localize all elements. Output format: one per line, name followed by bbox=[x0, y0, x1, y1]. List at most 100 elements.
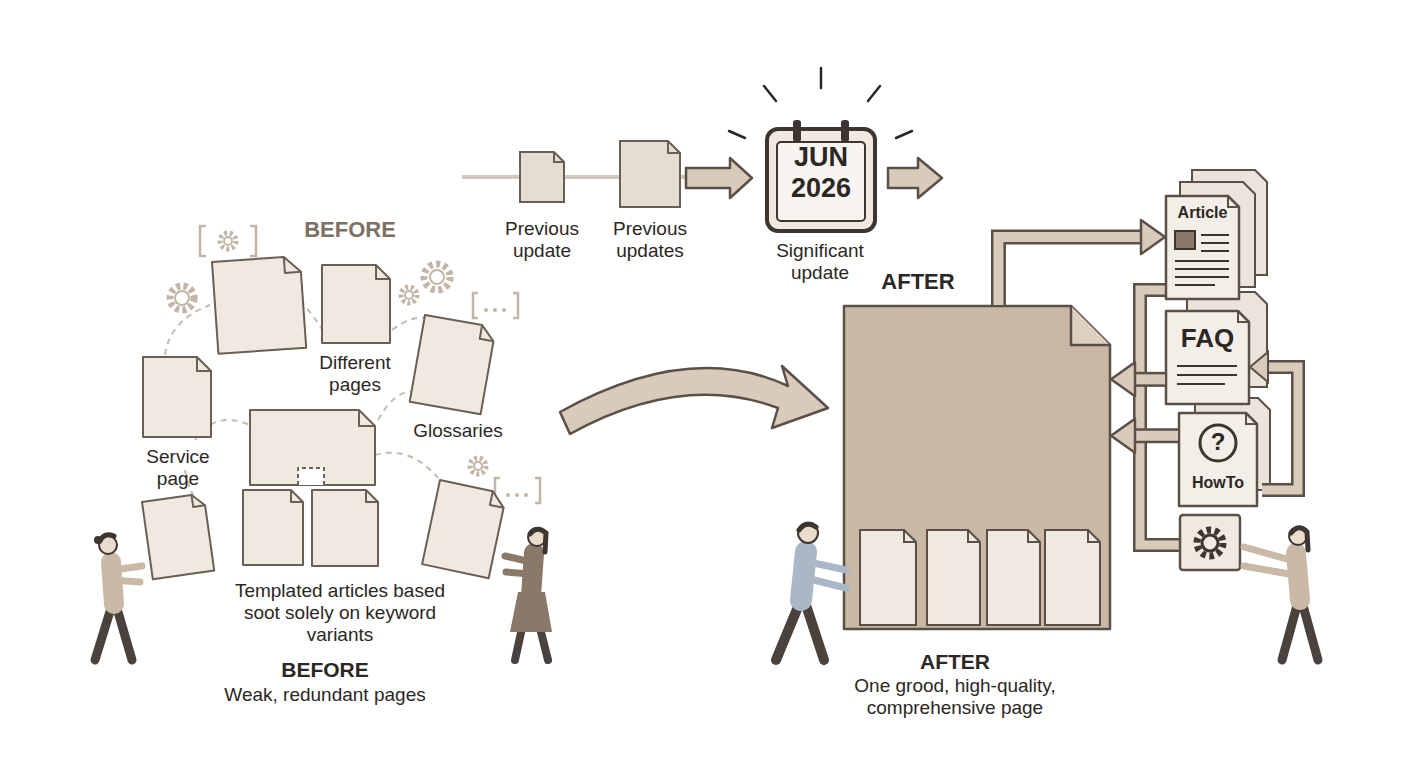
caption-text: Glossaries bbox=[398, 420, 518, 442]
flow-arrow-part bbox=[1141, 220, 1165, 254]
scattered-pages-part-part bbox=[410, 315, 496, 414]
bracket-symbols-part bbox=[535, 478, 540, 503]
merged-subpages-part bbox=[1045, 530, 1100, 625]
caption-text: Weak, redundant pages bbox=[195, 684, 455, 706]
faq-outline-part-part bbox=[1177, 366, 1237, 384]
highlight-rays-part bbox=[820, 68, 823, 88]
gear-icons-part bbox=[170, 286, 194, 310]
timeline-part-part bbox=[520, 152, 564, 202]
timeline-part bbox=[888, 158, 942, 198]
transition-arrow bbox=[560, 366, 828, 434]
scattered-pages-part bbox=[212, 256, 306, 354]
scattered-pages-part bbox=[143, 357, 211, 437]
scattered-pages-part bbox=[250, 410, 375, 485]
big-outline-part bbox=[844, 306, 1110, 629]
person-center-left-part bbox=[515, 628, 548, 660]
scattered-pages-part-part bbox=[243, 490, 303, 565]
gear-card bbox=[1180, 515, 1240, 570]
timeline-part-part bbox=[554, 152, 564, 162]
article-outline-part bbox=[1228, 196, 1239, 207]
timeline-part bbox=[686, 158, 752, 198]
caption-text: Previous updates bbox=[600, 218, 700, 262]
scattered-pages-part-part bbox=[212, 256, 306, 354]
person-center-left bbox=[505, 528, 552, 660]
faq-outline-part bbox=[1166, 311, 1249, 404]
scattered-pages-part-part bbox=[322, 265, 390, 343]
scattered-pages-part bbox=[422, 480, 506, 578]
person-man-part bbox=[799, 524, 816, 530]
merged-subpages-part-part bbox=[1088, 530, 1100, 542]
merged-subpages-part-part bbox=[1045, 530, 1100, 625]
node-text: HowTo bbox=[1178, 474, 1258, 492]
flow-arrow bbox=[1111, 419, 1178, 453]
flow-arrow-part bbox=[998, 237, 1143, 305]
howto-outline-part bbox=[1246, 413, 1257, 424]
person-left-part bbox=[99, 536, 117, 554]
person-left-part bbox=[112, 566, 142, 582]
scattered-pages-part bbox=[410, 315, 496, 414]
highlight-rays-part bbox=[729, 131, 745, 138]
feedback-tubes-part bbox=[1262, 367, 1298, 490]
howto-card: ? HowTo bbox=[1178, 412, 1258, 507]
scattered-pages-part-part bbox=[192, 493, 206, 507]
node-heading: FAQ bbox=[1165, 324, 1250, 354]
calendar-outline-part bbox=[767, 129, 875, 231]
bracket-symbols-part bbox=[473, 293, 478, 318]
person-right-part bbox=[1282, 602, 1318, 660]
scattered-pages-part-part bbox=[366, 490, 378, 502]
scattered-pages-part-part bbox=[291, 490, 303, 502]
person-center-left-part bbox=[505, 556, 531, 574]
scattered-pages-part bbox=[322, 265, 390, 343]
comprehensive-page: AFTER bbox=[843, 305, 1111, 630]
person-man-part bbox=[806, 562, 846, 588]
person-left-part bbox=[94, 536, 102, 544]
article-outline-part-part bbox=[1175, 235, 1229, 285]
merged-subpages-part-part bbox=[987, 530, 1040, 625]
caption-text: Previous update bbox=[495, 218, 590, 262]
flow-arrow-part bbox=[1133, 431, 1178, 441]
person-center-left-part bbox=[528, 528, 546, 546]
person-right-part bbox=[1289, 527, 1307, 545]
article-outline-part-part bbox=[1175, 231, 1195, 249]
scattered-pages-part-part bbox=[312, 490, 378, 566]
person-center-left-part bbox=[531, 553, 534, 596]
merged-subpages bbox=[860, 530, 1100, 625]
person-left-part bbox=[95, 605, 132, 660]
gear-icons-part bbox=[224, 237, 232, 245]
section-heading: BEFORE bbox=[245, 659, 405, 681]
section-heading: AFTER bbox=[875, 651, 1035, 673]
bracket-dots-part bbox=[493, 308, 497, 312]
flow-arrow-part bbox=[1133, 428, 1178, 443]
gear-icons-part bbox=[474, 462, 482, 470]
feedback-tubes-part bbox=[1250, 352, 1268, 382]
timeline-part-part bbox=[620, 141, 680, 207]
gear-icons-part bbox=[175, 291, 189, 305]
flow-arrow-part bbox=[998, 237, 1143, 305]
timeline-part-part bbox=[668, 141, 680, 153]
person-man-part bbox=[801, 552, 806, 600]
bracket-dots-part bbox=[502, 308, 506, 312]
bracket-dots-part bbox=[484, 308, 488, 312]
gear-icons-part bbox=[430, 270, 444, 284]
node-heading: ? bbox=[1178, 428, 1258, 456]
person-right-part bbox=[1296, 553, 1300, 600]
scattered-pages bbox=[142, 256, 507, 579]
caption-text: Significant update bbox=[760, 240, 880, 284]
person-center-left-part bbox=[510, 592, 552, 632]
scattered-pages-part-part bbox=[197, 357, 211, 371]
caption-text: Templated articles based soot solely on … bbox=[223, 580, 458, 646]
person-center-left-part bbox=[530, 529, 546, 552]
gear-icons-part bbox=[470, 458, 486, 474]
scattered-pages-part bbox=[312, 490, 378, 566]
person-man-part bbox=[776, 602, 824, 660]
timeline-part bbox=[520, 152, 564, 202]
merged-subpages-part-part bbox=[1028, 530, 1040, 542]
gear-icons-part bbox=[424, 264, 450, 290]
feedback-tubes-part bbox=[1262, 367, 1298, 490]
gear-card-part bbox=[1197, 530, 1223, 556]
node-heading: JUN 2026 bbox=[779, 142, 863, 204]
calendar-outline-part bbox=[841, 120, 849, 142]
feedback-tubes bbox=[1140, 290, 1298, 545]
